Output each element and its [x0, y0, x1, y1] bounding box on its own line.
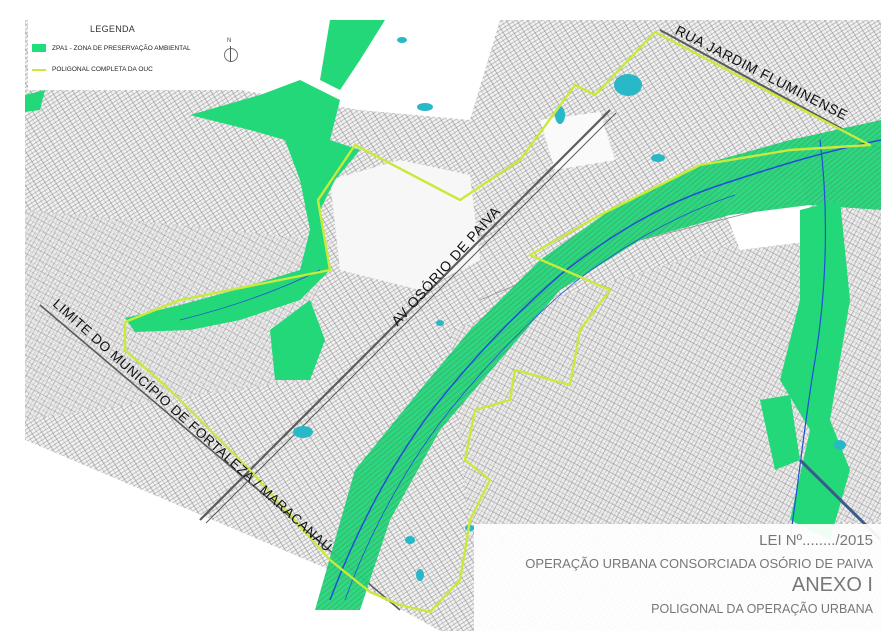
north-label: N	[227, 38, 232, 44]
zpa1-zone	[25, 20, 881, 610]
legend-item-poligonal: POLIGONAL COMPLETA DA OUC	[32, 66, 153, 73]
operation-name: OPERAÇÃO URBANA CONSORCIADA OSÓRIO DE PA…	[525, 556, 873, 571]
river-channels	[179, 139, 881, 601]
north-circle	[224, 48, 238, 62]
ouc-polygonal	[123, 30, 872, 614]
title-block: LEI Nº......../2015 OPERAÇÃO URBANA CONS…	[474, 524, 881, 631]
polygonal-caption: POLIGONAL DA OPERAÇÃO URBANA	[651, 602, 873, 616]
legend-title: LEGENDA	[90, 24, 136, 34]
map-legend: LEGENDA ZPA1 - ZONA DE PRESERVAÇÃO AMBIE…	[28, 18, 246, 90]
legend-item-zpa1: ZPA1 - ZONA DE PRESERVAÇÃO AMBIENTAL	[32, 44, 191, 52]
north-arrow-icon: N	[222, 38, 240, 72]
urban-fabric	[25, 20, 881, 631]
law-number: LEI Nº......../2015	[759, 532, 873, 549]
legend-item-label: POLIGONAL COMPLETA DA OUC	[52, 66, 153, 73]
annex-label: ANEXO I	[791, 574, 873, 596]
north-needle	[230, 46, 231, 62]
legend-item-label: ZPA1 - ZONA DE PRESERVAÇÃO AMBIENTAL	[52, 44, 191, 52]
zpa1-swatch	[32, 44, 46, 52]
water-bodies	[293, 37, 846, 581]
poligonal-swatch	[32, 68, 46, 71]
